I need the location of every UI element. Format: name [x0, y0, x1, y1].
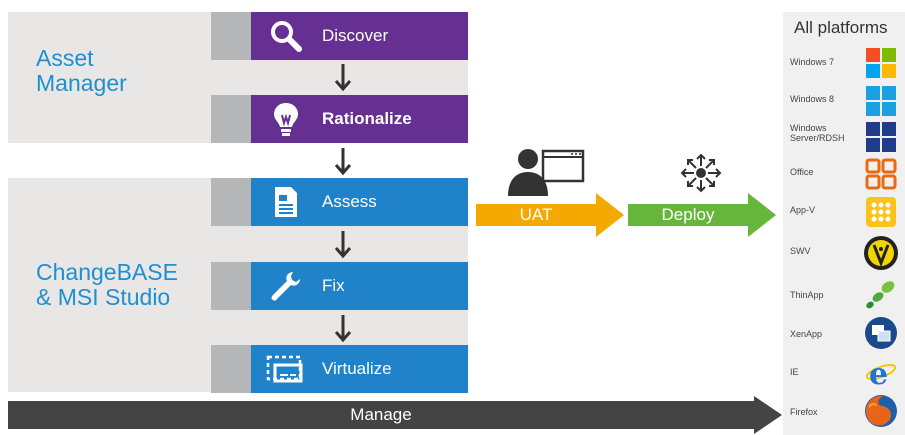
platform-item: IE e	[783, 352, 905, 390]
firefox-icon	[862, 392, 900, 430]
platform-item: ThinApp	[783, 275, 905, 313]
manage-label: Manage	[350, 405, 412, 424]
platform-label: Firefox	[790, 407, 818, 417]
platform-label: Windows 8	[790, 94, 835, 104]
platform-item: SWV	[783, 234, 905, 272]
virtualize-step[interactable]: Virtualize	[211, 345, 468, 393]
manage-arrow[interactable]: Manage	[8, 396, 782, 434]
platform-item: XenApp	[783, 314, 905, 352]
platform-label: Windows 7	[790, 57, 835, 67]
platform-item: Windows 7	[783, 44, 905, 82]
rationalize-label: Rationalize	[322, 109, 412, 128]
swv-icon	[862, 234, 900, 272]
arrow-down-icon	[333, 146, 353, 176]
platform-label: ThinApp	[790, 290, 824, 300]
xenapp-icon	[862, 314, 900, 352]
deploy-arrow[interactable]: Deploy	[628, 193, 776, 237]
windows-7-icon	[862, 44, 900, 82]
windows-8-icon	[862, 82, 900, 120]
arrow-down-icon	[333, 313, 353, 343]
assess-step[interactable]: Assess	[211, 178, 468, 226]
platforms-panel: All platforms Windows 7 Windows 8 Window…	[783, 12, 905, 435]
asset-manager-title: Asset Manager	[36, 45, 127, 96]
platform-item: Windows Server/RDSH	[783, 118, 905, 156]
assess-label: Assess	[322, 192, 377, 211]
magnifier-icon	[251, 12, 321, 60]
app-v-icon	[862, 193, 900, 231]
platform-label: SWV	[790, 246, 811, 256]
svg-text:e: e	[869, 357, 888, 388]
ie-icon: e	[862, 352, 900, 390]
discover-label: Discover	[322, 26, 389, 45]
platform-label: App-V	[790, 205, 816, 215]
document-icon	[251, 178, 321, 226]
platform-label: IE	[790, 367, 799, 377]
virtualize-label: Virtualize	[322, 359, 392, 378]
rationalize-step[interactable]: Rationalize	[211, 95, 468, 143]
platform-label: Windows Server/RDSH	[790, 123, 845, 143]
uat-label: UAT	[519, 205, 553, 224]
fix-stub	[211, 262, 251, 310]
platform-item: App-V	[783, 193, 905, 231]
platform-label: Office	[790, 167, 814, 177]
assess-stub	[211, 178, 251, 226]
distribute-icon	[677, 152, 725, 194]
thinapp-icon	[862, 275, 900, 313]
deploy-label: Deploy	[661, 205, 715, 224]
discover-stub	[211, 12, 251, 60]
arrow-down-icon	[333, 229, 353, 259]
platform-item: Firefox	[783, 392, 905, 430]
lightbulb-icon	[251, 95, 321, 143]
virtualize-stub	[211, 345, 251, 393]
platforms-title: All platforms	[794, 18, 888, 37]
fix-label: Fix	[322, 276, 345, 295]
fix-step[interactable]: Fix	[211, 262, 468, 310]
discover-step[interactable]: Discover	[211, 12, 468, 60]
arrow-down-icon	[333, 62, 353, 92]
wrench-icon	[251, 262, 321, 310]
changebase-title: ChangeBASE & MSI Studio	[36, 259, 178, 310]
platform-item: Office	[783, 155, 905, 193]
platform-label: XenApp	[790, 329, 823, 339]
platform-item: Windows 8	[783, 82, 905, 120]
virtual-window-icon	[251, 345, 321, 393]
rationalize-stub	[211, 95, 251, 143]
user-testing-icon	[503, 146, 587, 198]
office-icon	[862, 155, 900, 193]
windows-server-icon	[862, 118, 900, 156]
uat-arrow[interactable]: UAT	[476, 193, 624, 237]
